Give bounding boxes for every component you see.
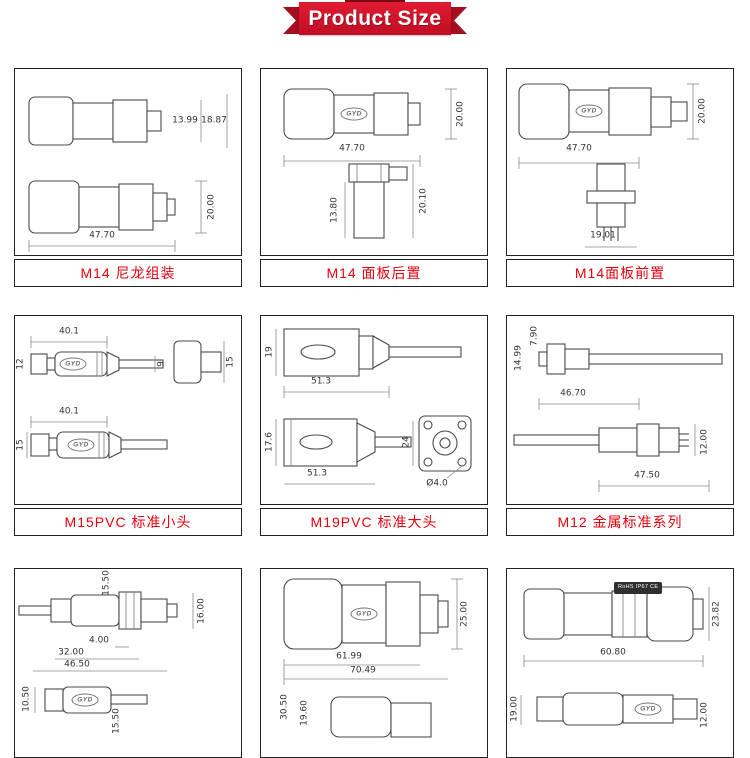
- dim-label: 32.00: [58, 647, 84, 658]
- connector-drawing: [518, 83, 699, 248]
- page-header-banner: Product Size: [0, 0, 750, 52]
- m15pvc-drawing: GYD GYD 40.1 12 9 15 40.1 15: [14, 315, 242, 505]
- dim-label: 9: [156, 361, 167, 367]
- connector-drawing: [28, 94, 228, 252]
- m19pvc-drawing: 19 51.3 17.6 51.3 24 Ø4.0: [260, 315, 488, 505]
- cell-label: M14面板前置: [574, 265, 666, 281]
- cell-label-box: M14 面板后置: [260, 259, 488, 287]
- dim-label: 20.00: [206, 194, 217, 220]
- cell-label: M19PVC 标准大头: [310, 514, 438, 530]
- bottom-middle-drawing: GYD 25.00 61.99 70.49 30.50 19.60: [260, 568, 488, 758]
- m14-front-drawing: GYD 47.70 20.00 19.01: [506, 68, 734, 256]
- spec-cell-bottom-middle: GYD 25.00 61.99 70.49 30.50 19.60: [260, 568, 488, 758]
- dim-label: 15: [15, 439, 26, 451]
- brand-mark: GYD: [340, 107, 368, 121]
- dim-label: 70.49: [350, 665, 376, 676]
- connector-drawing: [275, 328, 472, 485]
- dim-label: 40.1: [58, 406, 80, 417]
- dim-label: 61.99: [336, 651, 362, 662]
- spec-cell-bottom-right: RoHS IP67 CE GYD 23.82 60.80 19.00 12.00: [506, 568, 734, 758]
- connector-drawing: [513, 343, 723, 492]
- dim-label: Ø4.0: [426, 478, 448, 489]
- dim-label: 15.50: [101, 570, 112, 596]
- dim-label: 15: [225, 356, 236, 368]
- certification-badge: RoHS IP67 CE: [614, 582, 663, 594]
- brand-mark: GYD: [575, 104, 603, 118]
- cell-label-box: M15PVC 标准小头: [14, 508, 242, 536]
- ribbon-front: Product Size: [299, 2, 451, 35]
- brand-mark: GYD: [634, 702, 662, 716]
- dim-label: 47.70: [566, 143, 592, 154]
- bottom-left-drawing: GYD 15.50 16.00 4.00 32.00 46.50 10.50 1…: [14, 568, 242, 758]
- cell-label: M15PVC 标准小头: [64, 514, 192, 530]
- m14-rear-drawing: GYD 47.70 20.00 13.80 20.10: [260, 68, 488, 256]
- connector-drawing: [520, 586, 710, 726]
- dim-label: 46.50: [64, 659, 90, 670]
- cell-label-box: M14 尼龙组装: [14, 259, 242, 287]
- dim-label: 40.1: [58, 326, 80, 337]
- dim-label: 19: [264, 346, 275, 358]
- product-grid: 13.99 18.87 47.70 20.00 M14 尼龙组装: [14, 68, 736, 758]
- dim-label: 20.10: [418, 188, 429, 214]
- dim-label: 10.50: [21, 686, 32, 712]
- dim-label: 14.99: [513, 345, 524, 371]
- connector-drawing: [18, 591, 194, 714]
- dim-label: 12.00: [699, 429, 710, 455]
- dim-label: 60.80: [600, 647, 626, 658]
- dim-label: 20.00: [697, 98, 708, 124]
- brand-mark: GYD: [67, 438, 95, 452]
- dim-label: 4.00: [88, 635, 110, 646]
- cell-label-box: M14面板前置: [506, 259, 734, 287]
- brand-mark: GYD: [71, 693, 99, 707]
- dim-label: 19.00: [509, 696, 520, 722]
- cell-label: M14 尼龙组装: [80, 265, 176, 281]
- dim-label: 47.70: [89, 230, 115, 241]
- brand-mark: GYD: [350, 607, 378, 621]
- spec-cell-m14-nylon: 13.99 18.87 47.70 20.00 M14 尼龙组装: [14, 68, 242, 287]
- m14-nylon-drawing: 13.99 18.87 47.70 20.00: [14, 68, 242, 256]
- spec-cell-m14-rear: GYD 47.70 20.00 13.80 20.10 M14 面板后置: [260, 68, 488, 287]
- dim-label: 7.90: [529, 325, 540, 347]
- cell-label: M12 金属标准系列: [557, 514, 683, 530]
- dim-label: 16.00: [196, 598, 207, 624]
- dim-label: 20.00: [455, 101, 466, 127]
- connector-drawing: [283, 578, 463, 738]
- dim-label: 30.50: [279, 694, 290, 720]
- dim-label: 47.50: [634, 470, 660, 481]
- dim-label: 51.3: [306, 468, 328, 479]
- dim-label: 25.00: [459, 601, 470, 627]
- dim-label: 51.3: [310, 376, 332, 387]
- dim-label: 12: [15, 358, 26, 370]
- dim-label: 15.50: [111, 708, 122, 734]
- spec-cell-m19pvc: 19 51.3 17.6 51.3 24 Ø4.0 M19PVC 标准大头: [260, 315, 488, 536]
- dim-label: 13.80: [329, 197, 340, 223]
- cell-label: M14 面板后置: [326, 265, 422, 281]
- brand-mark: GYD: [59, 357, 87, 371]
- spec-cell-bottom-left: GYD 15.50 16.00 4.00 32.00 46.50 10.50 1…: [14, 568, 242, 758]
- bottom-right-drawing: RoHS IP67 CE GYD 23.82 60.80 19.00 12.00: [506, 568, 734, 758]
- spec-cell-m15pvc: GYD GYD 40.1 12 9 15 40.1 15 M15PVC 标准小头: [14, 315, 242, 536]
- page-title: Product Size: [308, 6, 442, 30]
- dim-label: 24: [401, 436, 412, 448]
- dim-label: 13.99: [172, 115, 198, 126]
- dim-label: 47.70: [339, 143, 365, 154]
- dim-label: 19.60: [299, 700, 310, 726]
- dim-label: 46.70: [560, 388, 586, 399]
- dim-label: 12.00: [699, 702, 710, 728]
- dim-label: 17.6: [264, 431, 275, 453]
- dim-label: 19.01: [590, 230, 616, 241]
- m12-drawing: 7.90 14.99 46.70 47.50 12.00: [506, 315, 734, 505]
- cell-label-box: M19PVC 标准大头: [260, 508, 488, 536]
- spec-cell-m12: 7.90 14.99 46.70 47.50 12.00 M12 金属标准系列: [506, 315, 734, 536]
- spec-cell-m14-front: GYD 47.70 20.00 19.01 M14面板前置: [506, 68, 734, 287]
- connector-drawing: [283, 88, 457, 239]
- cell-label-box: M12 金属标准系列: [506, 508, 734, 536]
- connector-drawing: [26, 336, 225, 459]
- dim-label: 18.87: [201, 115, 227, 126]
- dim-label: 23.82: [711, 601, 722, 627]
